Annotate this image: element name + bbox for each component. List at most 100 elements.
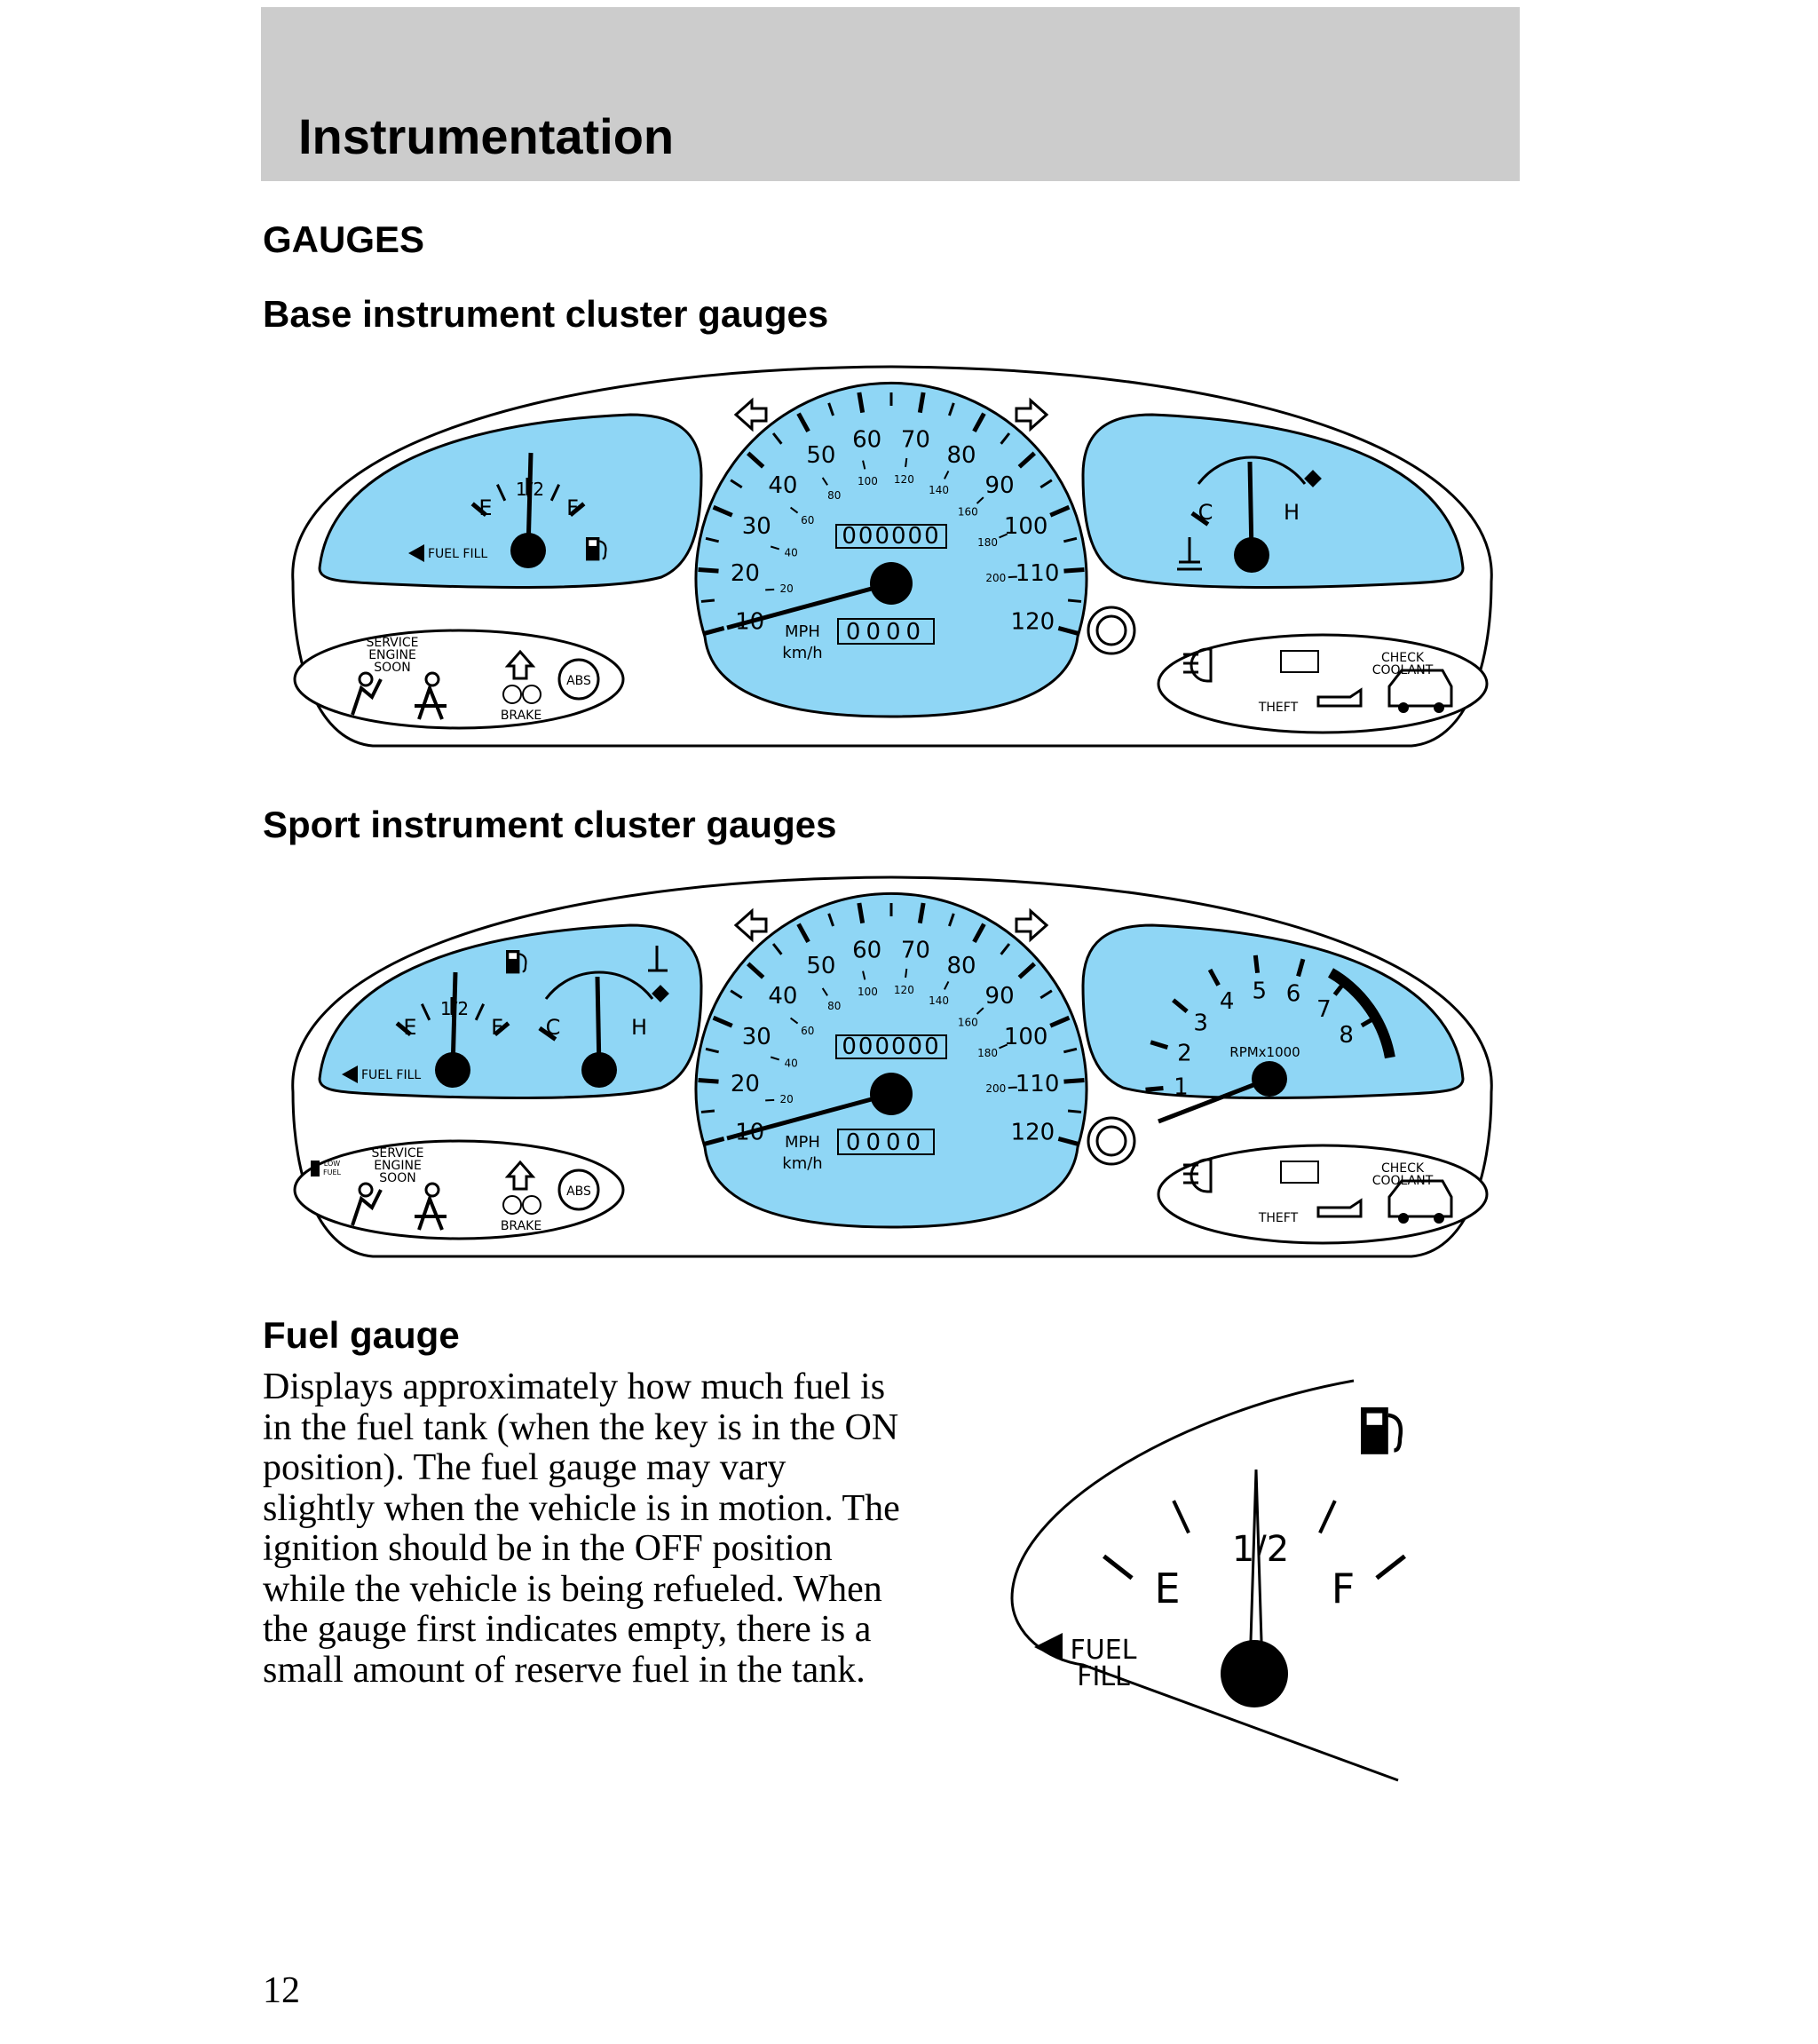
mph-tick-label: 110 [1016,1071,1060,1097]
mph-tick-label: 70 [901,937,930,963]
shift-up-icon [504,1160,536,1191]
mph-major-tick [857,902,866,924]
speed-needle [726,1091,892,1141]
tach-tick-label: 1 [1174,1074,1189,1101]
mph-major-tick [972,923,986,944]
mph-tick-label: 50 [806,953,835,979]
mph-tick-label: 40 [768,472,797,499]
airbag-icon [358,671,374,687]
kmh-tick-label: 140 [929,994,949,1007]
trip-reset-button [1095,1125,1127,1157]
tach-tick [1172,998,1189,1013]
mph-tick-label: 60 [852,426,881,453]
tach-tick [1253,955,1261,974]
parking-brake-icon [502,685,522,704]
fuel-tick [1103,1554,1134,1581]
fuel-full-label: F [491,1015,503,1040]
kmh-unit-label: km/h [782,1154,822,1173]
odometer-digits: 000000 [842,523,940,550]
tach-tick-label: 3 [1193,1010,1208,1037]
kmh-tick [999,533,1008,539]
mph-major-tick [1017,451,1036,469]
kmh-tick [789,506,799,514]
mph-minor-tick [771,943,783,955]
mph-minor-tick [700,1109,715,1113]
trip-reset-button [1087,1116,1136,1166]
kmh-tick-label: 160 [958,506,978,519]
mph-major-tick [747,451,765,469]
kmh-tick-label: 140 [929,484,949,496]
mph-minor-tick [700,598,715,603]
temp-hot-label: H [631,1015,647,1040]
fuel-tick [1318,1500,1337,1534]
mph-tick-label: 30 [742,1024,771,1050]
fuel-needle [1248,1469,1264,1671]
check-coolant-label: CHECK [1381,651,1425,665]
low-fuel-icon [311,1161,320,1176]
odometer-digits: 000000 [842,1034,940,1060]
mph-major-tick [796,923,810,944]
mph-tick-label: 80 [947,953,976,979]
tach-tick-label: 5 [1253,978,1268,1005]
left-warning-panel [293,629,625,730]
oil-pressure-icon [1316,1198,1363,1218]
tach-needle [1158,1076,1270,1124]
speed-needle [726,581,892,630]
mph-minor-tick [1039,479,1053,489]
mph-major-tick [698,566,719,574]
tach-tick [1207,968,1221,986]
low-fuel-label: LOW [324,1160,340,1168]
mph-minor-tick [1067,1109,1082,1113]
trip-odometer-digits: 0000 [846,619,926,646]
fuel-gauge-description: Displays approximately how much fuel is … [263,1367,900,1691]
coolant-temp-icon [1177,537,1202,571]
mph-minor-tick [1000,432,1011,445]
odometer-frame [835,524,947,549]
kmh-tick [944,981,950,990]
tach-tick-label: 4 [1220,988,1235,1015]
service-engine-soon-label: SERVICE [366,636,418,650]
mph-major-tick [857,392,866,414]
abs-label: ABS [566,1184,591,1199]
fuel-tick [495,484,507,502]
low-fuel-label: FUEL [323,1169,342,1176]
mph-major-tick [712,504,733,518]
vehicle-wheel [1398,1213,1409,1224]
kmh-tick-label: 100 [858,986,878,998]
mph-minor-tick [705,536,719,543]
mph-minor-tick [730,479,743,489]
kmh-unit-label: km/h [782,644,822,662]
temp-hot-label: H [1284,500,1300,525]
service-engine-soon-label: SOON [379,1171,415,1185]
tach-tick [1145,1085,1164,1092]
speed-needle-hub [870,1073,913,1115]
mph-minor-tick [705,1047,719,1054]
mph-tick-label: 70 [901,426,930,453]
mph-minor-tick [827,913,835,927]
right-turn-arrow-icon [1015,397,1049,432]
kmh-tick [1008,575,1017,579]
kmh-tick [944,471,950,479]
brake-warning-icon [522,1195,541,1215]
headlamp-icon [1190,1158,1213,1193]
tach-unit-label: RPMx1000 [1229,1044,1300,1060]
mph-major-tick [1049,1015,1071,1028]
kmh-tick-label: 60 [801,1025,814,1037]
service-engine-soon-label: SOON [374,661,410,675]
fuel-fill-label: FUEL FILL [361,1068,421,1082]
kmh-tick-label: 200 [985,1082,1006,1095]
fuel-fill-label: FUEL [1071,1635,1137,1666]
seatbelt-icon [415,683,447,720]
mph-tick-label: 80 [947,442,976,469]
battery-icon [1280,650,1319,673]
fuel-full-label: F [566,495,579,520]
mph-minor-tick [1000,943,1011,955]
kmh-tick-label: 20 [780,582,794,595]
kmh-tick-label: 20 [780,1093,794,1105]
kmh-tick-label: 200 [985,572,1006,584]
kmh-tick [770,1056,780,1061]
